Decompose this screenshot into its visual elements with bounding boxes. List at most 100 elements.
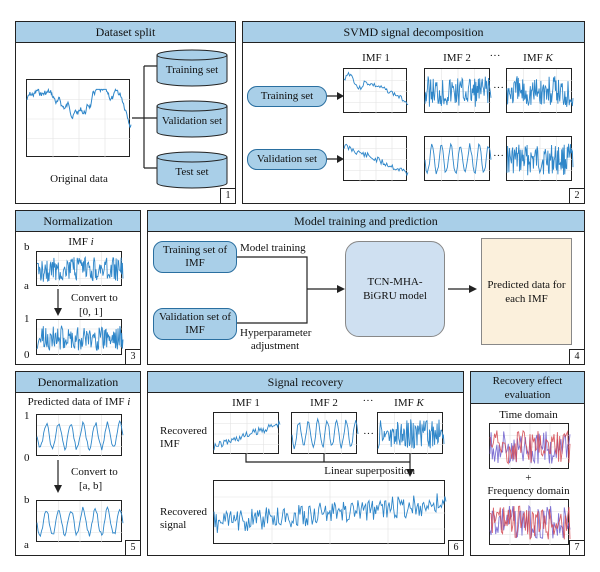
superposition-arrows [245, 454, 414, 477]
denorm-arrow [54, 460, 62, 493]
predicted-i: i [127, 396, 131, 408]
imfk-k: K [545, 52, 553, 64]
test-set-label: Test set [175, 166, 209, 178]
rec-imf2-signal [291, 413, 359, 455]
model-training-label: Model training [240, 242, 306, 254]
denorm-input-signal [36, 415, 124, 457]
recovered-imf-label: Recovered IMF [160, 425, 208, 450]
time-domain-label: Time domain [499, 409, 558, 421]
a-label: a [24, 280, 29, 292]
val-imf2-plot [424, 136, 492, 182]
training-set-label: Training set [165, 64, 219, 76]
b-label: b [24, 494, 30, 506]
panel-number: 1 [220, 188, 235, 203]
norm-input-signal [36, 252, 124, 287]
frequency-domain-signal [489, 500, 571, 546]
panel-number: 5 [125, 540, 140, 555]
val-imfk-signal [506, 137, 574, 182]
val-imf1-plot [343, 136, 409, 182]
panel-signal-recovery: Signal recovery IMF 1 IMF 2 ··· IMF K Re… [147, 371, 464, 556]
train-imfk-signal [506, 69, 574, 114]
imf-i: i [90, 236, 94, 248]
panel-number: 4 [569, 349, 584, 364]
val-imfk-plot [506, 136, 574, 182]
model-name-label: TCN-MHA-BiGRU model [363, 276, 427, 302]
model-box: TCN-MHA-BiGRU model [345, 241, 445, 337]
panel-number: 3 [125, 349, 140, 364]
panel-dataset-split: Dataset split Original data Training set… [15, 21, 236, 204]
predicted-box: Predicted data for each IMF [481, 238, 572, 345]
training-set-pill: Training set [247, 86, 327, 107]
imf2-label: IMF 2 [310, 397, 338, 409]
model-arrows [237, 256, 345, 324]
panel-recovery-evaluation: Recovery effect evaluation Time domain +… [470, 371, 585, 556]
convert-to-label: Convert to [71, 292, 118, 304]
original-data-signal [26, 80, 132, 158]
rec-imfk-plot [377, 412, 445, 455]
b-label: b [24, 241, 30, 253]
training-set-imf-pill: Training set of IMF [153, 241, 237, 273]
panel-title: Denormalization [16, 372, 140, 393]
frequency-domain-label: Frequency domain [487, 485, 570, 497]
panel-title: Signal recovery [148, 372, 463, 393]
zero-label: 0 [24, 452, 30, 464]
imfk-prefix: IMF [523, 52, 546, 64]
panel-title: Normalization [16, 211, 140, 232]
rec-dots: ··· [363, 428, 374, 440]
rec-imfk-signal [377, 413, 445, 455]
panel-title: SVMD signal decomposition [243, 22, 584, 43]
imfk-prefix: IMF [394, 397, 417, 409]
predicted-label: Predicted data for each IMF [487, 278, 566, 305]
norm-output-signal [36, 320, 124, 356]
train-imf2-signal [424, 69, 492, 114]
predicted-imf-label: Predicted data of IMF i [18, 396, 140, 409]
val-imf2-signal [424, 137, 492, 182]
imfk-label: IMF K [505, 52, 571, 65]
norm-arrow [54, 289, 62, 316]
one-label: 1 [24, 410, 30, 422]
panel-number: 6 [448, 540, 463, 555]
test-set-cylinder: Test set [156, 151, 228, 189]
norm-input-plot [36, 251, 124, 287]
validation-set-imf-pill: Validation set of IMF [153, 308, 237, 340]
rec-imf2-plot [291, 412, 359, 455]
predicted-prefix: Predicted data of IMF [27, 396, 128, 408]
imfk-label: IMF K [376, 397, 442, 410]
time-domain-plot [489, 423, 571, 470]
panel-title: Recovery effect evaluation [471, 372, 584, 404]
zero-label: 0 [24, 349, 30, 361]
imf-prefix: IMF [68, 236, 91, 248]
a-label: a [24, 539, 29, 551]
model-output-arrow [448, 285, 477, 293]
validation-set-pill: Validation set [247, 149, 327, 170]
recovered-signal-plot [213, 480, 447, 545]
val-dots: ··· [493, 150, 504, 162]
recovered-signal-line [213, 481, 447, 545]
panel-denormalization: Denormalization Predicted data of IMF i … [15, 371, 141, 556]
original-data-plot [26, 79, 132, 158]
validation-set-cylinder: Validation set [156, 100, 228, 138]
imf-i-label: IMF i [46, 236, 116, 249]
denorm-output-plot [36, 500, 124, 543]
plus-label: + [525, 472, 532, 484]
denorm-input-plot [36, 414, 124, 457]
frequency-domain-plot [489, 499, 571, 546]
svmd-arrows [327, 92, 344, 163]
panel-title: Dataset split [16, 22, 235, 43]
panel-number: 7 [569, 540, 584, 555]
imf1-label: IMF 1 [232, 397, 260, 409]
train-imf1-plot [343, 68, 409, 114]
convert-to-label: Convert to [71, 466, 118, 478]
one-label: 1 [24, 313, 30, 325]
panel-number: 2 [569, 188, 584, 203]
range-label: [0, 1] [79, 306, 103, 318]
panel-normalization: Normalization IMF i b a Convert to [0, 1… [15, 210, 141, 365]
val-imf1-signal [343, 137, 409, 182]
imf1-label: IMF 1 [362, 52, 390, 64]
original-data-label: Original data [50, 173, 108, 185]
train-imfk-plot [506, 68, 574, 114]
recovered-signal-label: Recovered signal [160, 506, 208, 531]
panel-title: Model training and prediction [148, 211, 584, 232]
range-label: [a, b] [79, 480, 103, 492]
imfk-k: K [416, 397, 424, 409]
